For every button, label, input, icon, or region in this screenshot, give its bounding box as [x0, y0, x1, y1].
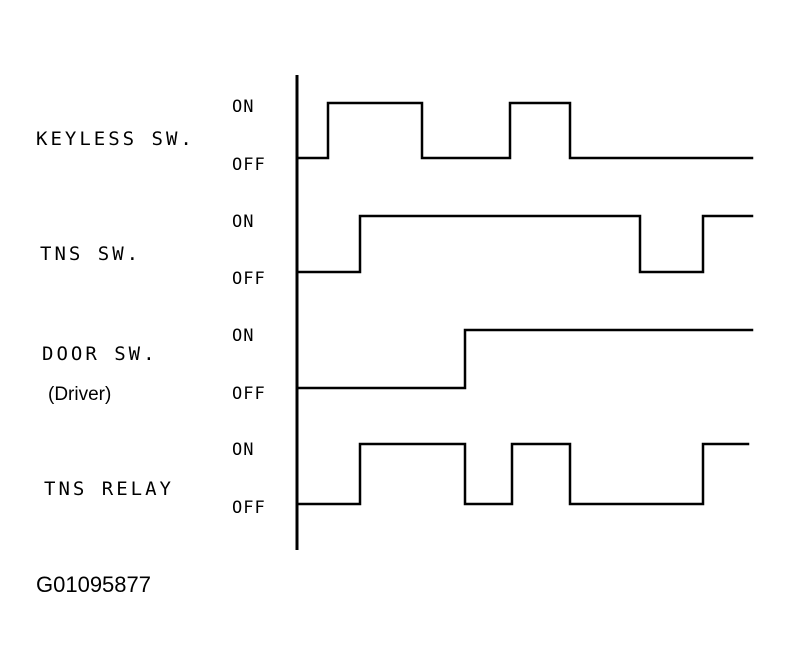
signal-label: DOOR SW. — [42, 343, 158, 365]
waveform — [295, 101, 754, 160]
level-off-label: OFF — [232, 498, 266, 518]
level-on-label: ON — [232, 212, 254, 232]
waveform — [295, 328, 754, 390]
level-off-label: OFF — [232, 155, 266, 175]
signal-row-door-sw: DOOR SW. (Driver) ON OFF — [42, 326, 754, 405]
level-on-label: ON — [232, 97, 254, 117]
signal-sublabel: (Driver) — [48, 384, 111, 405]
waveform — [295, 442, 750, 506]
figure-id: G01095877 — [36, 572, 151, 597]
signal-row-tns-sw: TNS SW. ON OFF — [40, 212, 754, 289]
level-on-label: ON — [232, 440, 254, 460]
waveform — [295, 214, 754, 274]
signal-row-tns-relay: TNS RELAY ON OFF — [44, 440, 750, 518]
signal-row-keyless-sw: KEYLESS SW. ON OFF — [36, 97, 754, 175]
level-on-label: ON — [232, 326, 254, 346]
signal-label: TNS SW. — [40, 243, 141, 265]
signal-label: TNS RELAY — [44, 478, 174, 500]
level-off-label: OFF — [232, 269, 266, 289]
signal-label: KEYLESS SW. — [36, 128, 195, 150]
level-off-label: OFF — [232, 384, 266, 404]
